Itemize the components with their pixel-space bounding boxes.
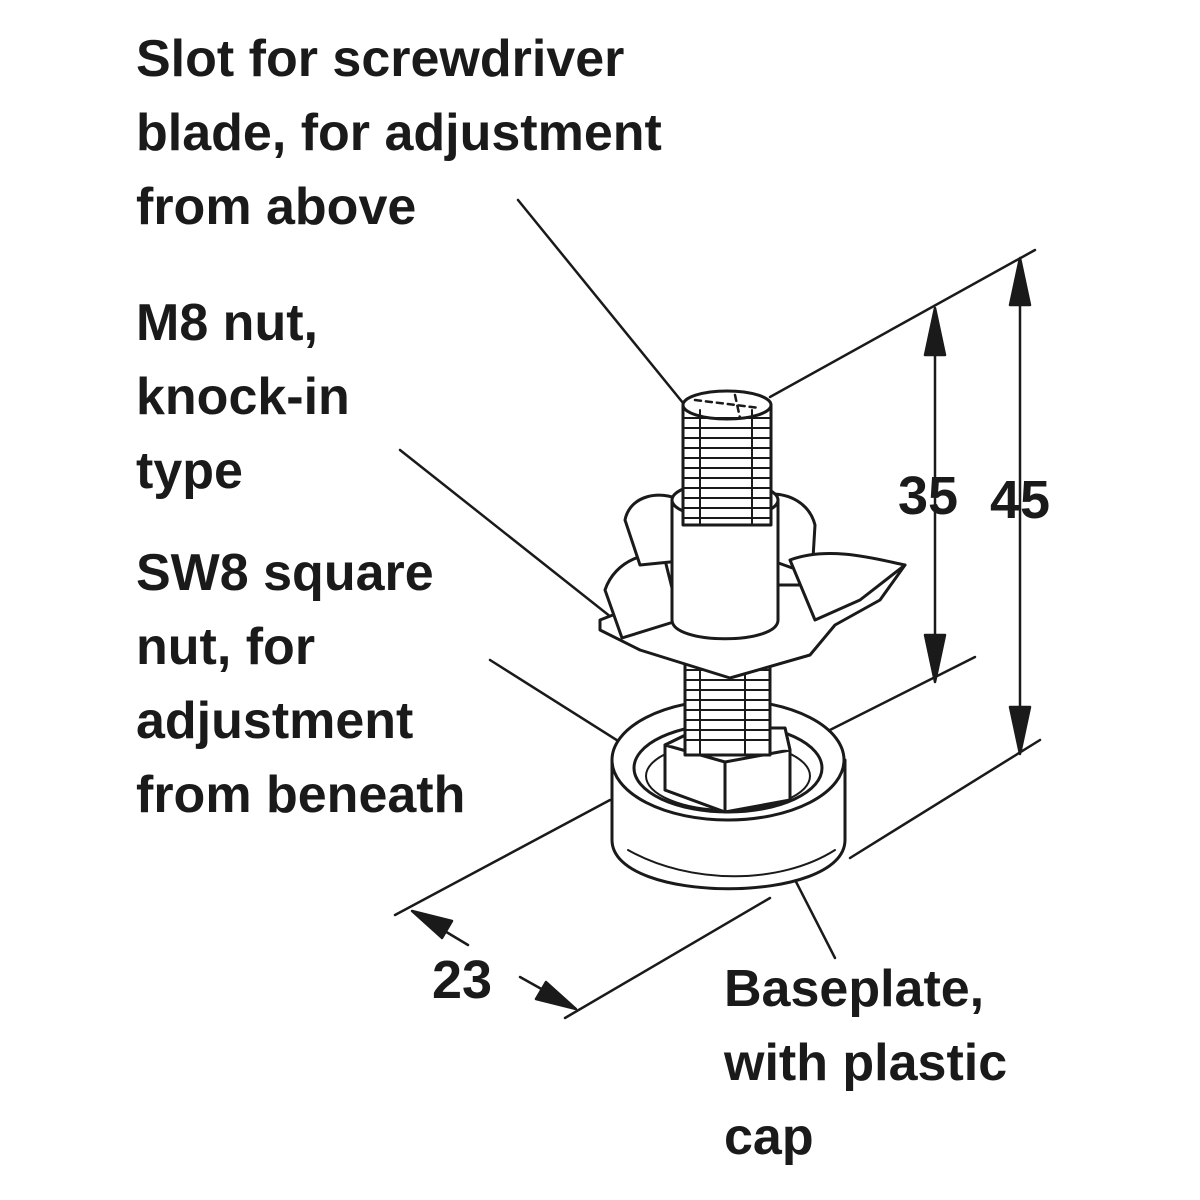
sw8-nut-label-line: SW8 square [136, 544, 434, 602]
threaded-rod-upper-threads [682, 409, 772, 526]
threaded-rod-upper [681, 389, 773, 527]
dimension-23-value: 23 [432, 950, 493, 1010]
baseplate-label: Baseplate, with plastic cap [724, 952, 1007, 1174]
sw8-nut-label: SW8 square nut, for adjustment from bene… [136, 536, 465, 832]
dimension-extension-lines [393, 248, 1042, 1020]
dimension-23-arrows [410, 909, 578, 1011]
slot-label: Slot for screwdriver blade, for adjustme… [136, 22, 662, 244]
knock-in-nut [598, 480, 907, 680]
m8-nut-label-line: M8 nut, [136, 294, 318, 352]
dimension-45-line [1008, 256, 1032, 756]
sw8-nut-label-line: from beneath [136, 766, 466, 824]
leader-lines [398, 198, 837, 960]
slot-label-line: blade, for adjustment [136, 104, 662, 162]
baseplate-label-line: Baseplate, [724, 960, 985, 1018]
dimension-35-value: 35 [898, 466, 959, 526]
screwdriver-slot [693, 393, 762, 420]
slot-label-line: Slot for screwdriver [136, 30, 625, 88]
baseplate-label-line: with plastic [724, 1034, 1008, 1092]
baseplate-label-line: cap [724, 1108, 814, 1166]
m8-nut-label-line: type [136, 442, 243, 500]
slot-label-line: from above [136, 178, 417, 236]
sw8-nut-label-line: nut, for [136, 618, 316, 676]
sw8-nut-label-line: adjustment [136, 692, 414, 750]
m8-nut-label: M8 nut, knock-in type [136, 286, 350, 508]
m8-nut-label-line: knock-in [136, 368, 350, 426]
dimension-35-line [923, 306, 947, 684]
dimension-45-value: 45 [990, 470, 1051, 530]
